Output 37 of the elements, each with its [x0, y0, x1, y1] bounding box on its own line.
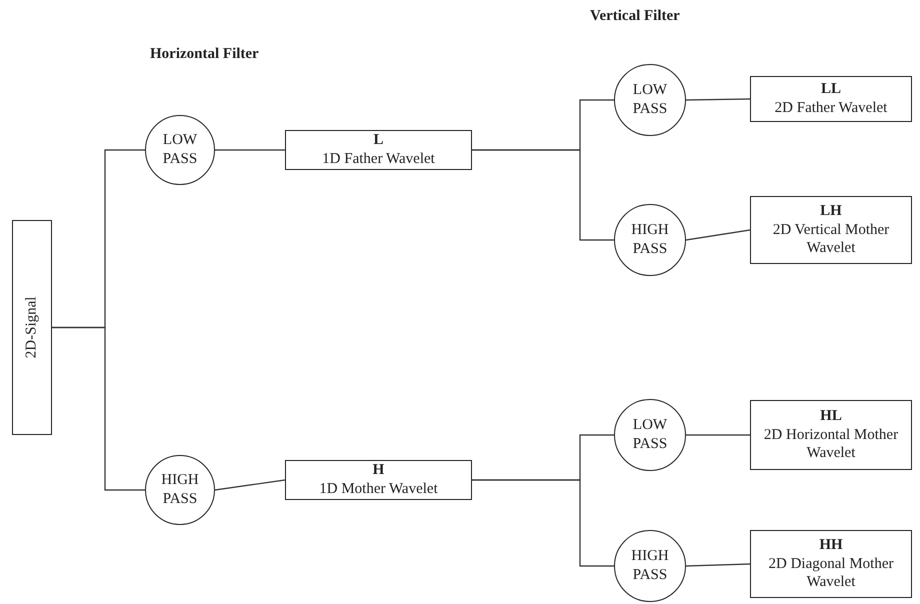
signal-label: 2D-Signal [22, 296, 41, 358]
wavelet-box [285, 460, 472, 500]
connector-line [686, 229, 750, 241]
connector-line [686, 434, 750, 436]
wavelet-label: 1D Father Wavelet [321, 150, 436, 169]
wavelet-box [750, 196, 912, 264]
wavelet-box [750, 530, 912, 598]
wavelet-box [750, 400, 912, 470]
wavelet-label: 2D Vertical Mother Wavelet [772, 220, 890, 258]
connector-line [214, 479, 286, 491]
band-heading: HL [820, 406, 842, 426]
wavelet-label: 2D Father Wavelet [774, 99, 888, 118]
wavelet-box [750, 76, 912, 122]
band-heading: LL [820, 80, 841, 99]
wavelet-label: 2D Horizontal Mother Wavelet [762, 426, 900, 464]
band-heading: LH [820, 202, 842, 221]
connector-line [52, 326, 145, 491]
filter-label: LOW PASS [162, 131, 198, 169]
wavelet-label: 2D Diagonal Mother Wavelet [768, 554, 894, 592]
connector-line [472, 149, 614, 241]
connector-line [686, 98, 750, 101]
wavelet-box [285, 130, 472, 170]
filter-label: LOW PASS [632, 81, 668, 119]
connector-line [686, 563, 750, 567]
filter-label: HIGH PASS [160, 471, 200, 509]
band-heading: L [373, 131, 384, 150]
filter-label: HIGH PASS [630, 547, 670, 585]
filter-label: HIGH PASS [630, 221, 670, 259]
signal-box [12, 220, 52, 435]
band-heading: H [372, 461, 384, 480]
connector-line [215, 149, 285, 151]
connector-line [472, 479, 614, 567]
filter-label: LOW PASS [632, 416, 668, 454]
column-heading: Vertical Filter [590, 8, 680, 25]
band-heading: HH [819, 536, 843, 555]
column-heading: Horizontal Filter [150, 46, 259, 63]
wavelet-label: 1D Mother Wavelet [318, 480, 439, 499]
